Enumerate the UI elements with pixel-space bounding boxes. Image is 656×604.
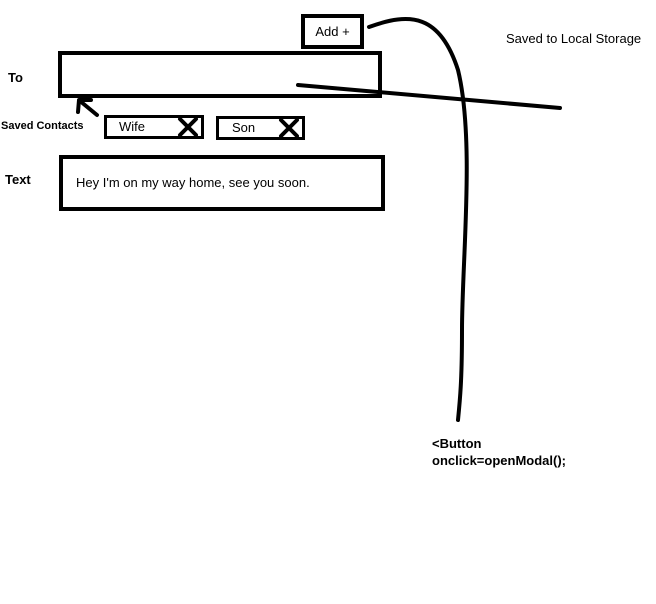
- saved-contacts-label: Saved Contacts: [1, 120, 84, 132]
- close-icon[interactable]: [176, 115, 200, 139]
- message-text: Hey I'm on my way home, see you soon.: [76, 175, 310, 190]
- contact-chip-label: Son: [232, 120, 256, 135]
- connector-curve: [367, 17, 469, 422]
- code-annotation: <Button onclick=openModal();: [432, 435, 566, 469]
- to-label: To: [8, 70, 23, 85]
- to-input[interactable]: [58, 51, 382, 98]
- storage-note: Saved to Local Storage: [506, 31, 642, 46]
- close-icon[interactable]: [277, 116, 301, 140]
- contact-chip-wife[interactable]: Wife: [104, 115, 204, 139]
- contact-chip-son[interactable]: Son: [216, 116, 305, 140]
- code-line-1: <Button: [432, 436, 482, 451]
- arrow-icon: [76, 98, 99, 117]
- code-line-2: onclick=openModal();: [432, 453, 566, 468]
- text-label: Text: [5, 172, 31, 187]
- message-textarea[interactable]: Hey I'm on my way home, see you soon.: [59, 155, 385, 211]
- contact-chip-label: Wife: [119, 119, 145, 134]
- add-contact-button[interactable]: Add +: [301, 14, 364, 49]
